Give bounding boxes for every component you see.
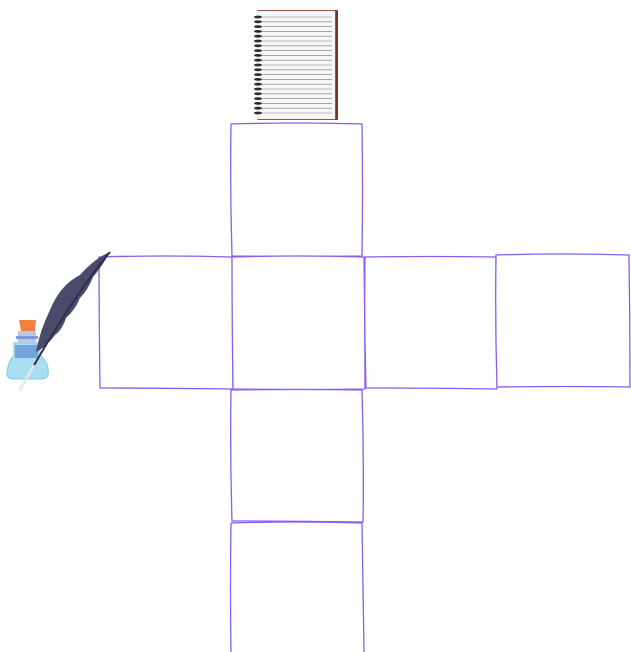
cells-group bbox=[99, 123, 630, 652]
notebook-spiral-coil bbox=[254, 25, 262, 28]
notebook-spiral-coil bbox=[254, 49, 262, 52]
notebook-spiral-coil bbox=[254, 20, 262, 23]
cell-left bbox=[99, 256, 233, 389]
notebook-lines bbox=[262, 17, 332, 113]
notebook-spiral-coil bbox=[254, 92, 262, 95]
spiral-notebook-icon bbox=[254, 10, 338, 120]
cell-far-right bbox=[496, 254, 630, 387]
notebook-spiral-coil bbox=[254, 107, 262, 110]
notebook-spiral-coil bbox=[254, 83, 262, 86]
notebook-spiral-coil bbox=[254, 40, 262, 43]
notebook-spiral-coil bbox=[254, 97, 262, 100]
ink-bottle-band bbox=[16, 336, 38, 339]
notebook-spiral-coil bbox=[254, 35, 262, 38]
cell-top bbox=[231, 123, 363, 257]
cell-right bbox=[365, 257, 498, 390]
cell-below-2 bbox=[231, 522, 365, 652]
notebook-spiral-coil bbox=[254, 102, 262, 105]
notebook-spiral-coil bbox=[254, 44, 262, 47]
notebook-spiral-coil bbox=[254, 59, 262, 62]
notebook-spiral-coil bbox=[254, 54, 262, 57]
notebook-spiral-coil bbox=[254, 112, 262, 115]
notebook-spiral-coil bbox=[254, 68, 262, 71]
notebook-spiral-coil bbox=[254, 30, 262, 33]
notebook-spiral-coil bbox=[254, 16, 262, 19]
notebook-spiral-coil bbox=[254, 73, 262, 76]
notebook-spiral-coil bbox=[254, 88, 262, 91]
quill-and-inkwell-icon bbox=[7, 252, 110, 390]
ink-bottle-cork bbox=[19, 320, 36, 331]
cell-below-1 bbox=[231, 390, 364, 523]
notebook-spiral bbox=[254, 16, 262, 115]
cell-center bbox=[232, 256, 365, 390]
notebook-spiral-coil bbox=[254, 78, 262, 81]
notebook-spiral-coil bbox=[254, 64, 262, 67]
ink-liquid bbox=[15, 345, 38, 358]
